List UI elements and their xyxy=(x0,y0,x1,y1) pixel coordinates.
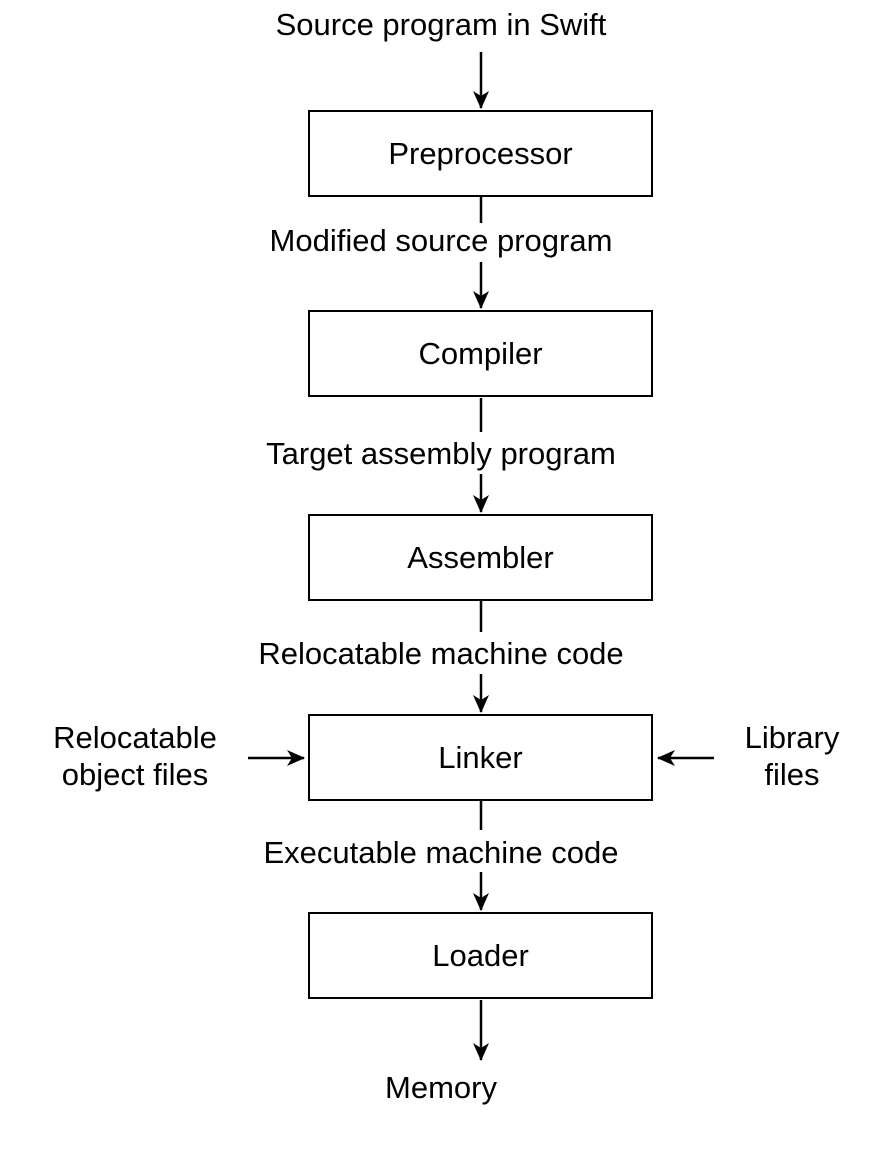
box-linker-label: Linker xyxy=(438,739,523,775)
box-loader-label: Loader xyxy=(432,937,529,973)
label-library-files-line2: files xyxy=(764,757,820,792)
label-relocatable-object-files: Relocatable object files xyxy=(25,719,245,793)
box-preprocessor: Preprocessor xyxy=(308,110,653,197)
box-preprocessor-label: Preprocessor xyxy=(388,135,573,171)
label-target-assembly: Target assembly program xyxy=(266,436,616,471)
label-relocatable-object-files-line2: object files xyxy=(61,757,209,792)
label-source-program: Source program in Swift xyxy=(275,7,607,42)
label-modified-source: Modified source program xyxy=(269,223,613,258)
box-assembler: Assembler xyxy=(308,514,653,601)
label-memory: Memory xyxy=(385,1070,497,1105)
box-compiler-label: Compiler xyxy=(418,335,543,371)
box-loader: Loader xyxy=(308,912,653,999)
box-compiler: Compiler xyxy=(308,310,653,397)
label-library-files: Library files xyxy=(712,719,872,793)
label-relocatable-object-files-line1: Relocatable xyxy=(53,720,217,755)
label-library-files-line1: Library xyxy=(744,720,840,755)
box-linker: Linker xyxy=(308,714,653,801)
box-assembler-label: Assembler xyxy=(407,539,554,575)
label-executable-machine-code: Executable machine code xyxy=(263,835,619,870)
label-relocatable-machine-code: Relocatable machine code xyxy=(258,636,624,671)
